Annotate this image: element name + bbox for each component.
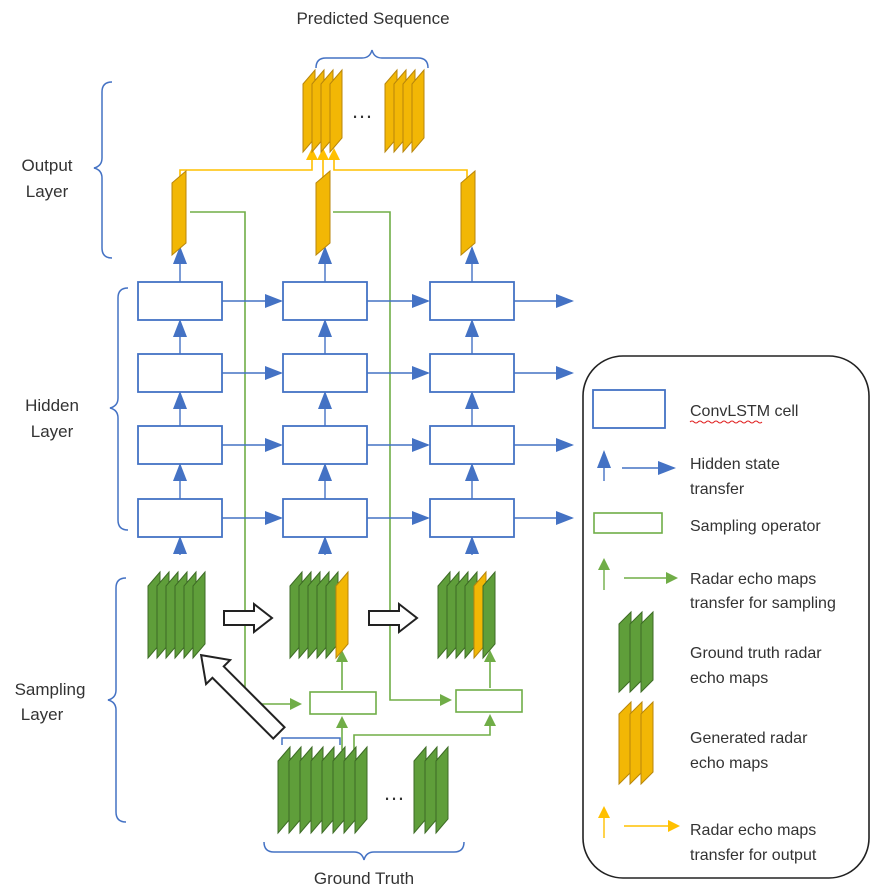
hidden-layer-label-line2: Layer bbox=[31, 422, 74, 441]
legend-label-5-line2: echo maps bbox=[690, 670, 768, 687]
ground-truth-maps-left-plate bbox=[321, 745, 335, 835]
convlstm-cell-r1-c2 bbox=[282, 281, 368, 321]
legend-label-7-line2: transfer for output bbox=[690, 847, 817, 864]
predicted-sequence-label: Predicted Sequence bbox=[296, 9, 449, 28]
sampling-window-bracket bbox=[281, 737, 341, 745]
ground-truth-maps-left-plate bbox=[288, 745, 302, 835]
ground-truth-maps-icon-plate bbox=[618, 610, 632, 694]
generated-maps-icon-plate bbox=[640, 700, 654, 786]
convlstm-cell-icon bbox=[592, 389, 666, 429]
ground-truth-maps-left-plate bbox=[343, 745, 357, 835]
legend-label-4-line2: transfer for sampling bbox=[690, 595, 836, 612]
ground-truth-maps-right-plate bbox=[435, 745, 449, 835]
sampling-input-t2-generated bbox=[335, 570, 349, 660]
sampling-operator-1 bbox=[309, 691, 377, 715]
ground-truth-maps-left-plate bbox=[277, 745, 291, 835]
hollow-arrow-t2-to-t3 bbox=[368, 601, 419, 635]
output-path-3 bbox=[328, 148, 468, 182]
sampling-path-output1-to-op1 bbox=[190, 211, 302, 710]
output-layer-brace bbox=[93, 81, 113, 259]
sampling-input-t1-stack bbox=[147, 570, 206, 660]
convlstm-cell-r3-c2 bbox=[282, 425, 368, 465]
ground-truth-label: Ground Truth bbox=[314, 869, 414, 888]
layer-braces bbox=[93, 49, 465, 861]
output-layer-label-line2: Layer bbox=[26, 182, 69, 201]
hidden-layer-brace bbox=[109, 287, 129, 531]
sampling-input-t3-stack bbox=[437, 570, 478, 660]
hollow-arrow-t1-to-t2 bbox=[223, 601, 274, 635]
legend-label-6-line2: echo maps bbox=[690, 755, 768, 772]
ground-truth-maps-left-plate bbox=[299, 745, 313, 835]
predicted-maps-right-stack bbox=[384, 68, 425, 154]
generated-maps-icon-stack bbox=[618, 700, 654, 786]
output-map-2 bbox=[315, 169, 331, 257]
convlstm-cell-r2-c1 bbox=[137, 353, 223, 393]
sampling-operator-icon bbox=[593, 512, 663, 534]
legend-label-3-line1: Sampling operator bbox=[690, 518, 821, 535]
ground-truth-maps-right-plate bbox=[424, 745, 438, 835]
convlstm-cell-r1-c3 bbox=[429, 281, 515, 321]
ground-truth-maps-right-plate bbox=[413, 745, 427, 835]
predicted-ellipsis: … bbox=[351, 98, 373, 123]
ground-truth-maps-left-stack bbox=[277, 745, 368, 835]
legend-label-2-line1: Hidden state bbox=[690, 456, 780, 473]
ground-truth-maps-left-plate bbox=[354, 745, 368, 835]
hollow-arrow-gt-to-t1 bbox=[199, 653, 286, 740]
ground-truth-maps-icon-plate bbox=[640, 610, 654, 694]
predicted-maps-left-plate bbox=[329, 68, 343, 154]
legend-label-1-line1: ConvLSTM cell bbox=[690, 403, 798, 420]
ground-truth-maps-left-plate bbox=[332, 745, 346, 835]
predicted-sequence-brace bbox=[315, 49, 429, 69]
hidden-layer-label-line1: Hidden bbox=[25, 396, 79, 415]
convlstm-cell-r2-c2 bbox=[282, 353, 368, 393]
output-path-1 bbox=[179, 148, 318, 182]
legend-label-5-line1: Ground truth radar bbox=[690, 645, 822, 662]
sampling-operator-2 bbox=[455, 689, 523, 713]
spellcheck-underline bbox=[689, 420, 763, 424]
predicted-maps-right-plate bbox=[411, 68, 425, 154]
ground-truth-maps-icon-plate bbox=[629, 610, 643, 694]
generated-maps-icon-plate bbox=[629, 700, 643, 786]
output-map-3 bbox=[460, 169, 476, 257]
legend-label-4-line1: Radar echo maps bbox=[690, 571, 816, 588]
ground-truth-maps-icon-stack bbox=[618, 610, 654, 694]
ground-truth-maps-right-stack bbox=[413, 745, 449, 835]
sampling-layer-label-line1: Sampling bbox=[15, 680, 86, 699]
convlstm-cell-r1-c1 bbox=[137, 281, 223, 321]
convlstm-cell-r3-c3 bbox=[429, 425, 515, 465]
predicted-maps-left-stack bbox=[302, 68, 343, 154]
legend-label-2-line2: transfer bbox=[690, 481, 745, 498]
sampling-input-t3-last bbox=[482, 570, 496, 660]
legend-label-6-line1: Generated radar bbox=[690, 730, 808, 747]
ground-truth-brace bbox=[263, 841, 465, 861]
convlstm-cell-r4-c3 bbox=[429, 498, 515, 538]
convlstm-cell-r4-c1 bbox=[137, 498, 223, 538]
convlstm-cell-r3-c1 bbox=[137, 425, 223, 465]
sampling-layer-brace bbox=[107, 577, 127, 823]
convlstm-cell-r4-c2 bbox=[282, 498, 368, 538]
legend-frame bbox=[582, 355, 870, 879]
convlstm-cell-r2-c3 bbox=[429, 353, 515, 393]
ground-truth-ellipsis: … bbox=[383, 780, 405, 805]
sampling-layer-label-line2: Layer bbox=[21, 705, 64, 724]
sampling-path-output2-to-op2 bbox=[333, 211, 452, 706]
sampling-path-gt-to-op2 bbox=[353, 714, 496, 750]
generated-maps-icon-plate bbox=[618, 700, 632, 786]
legend-label-7-line1: Radar echo maps bbox=[690, 822, 816, 839]
sampling-input-t1-plate bbox=[192, 570, 206, 660]
ground-truth-maps-left-plate bbox=[310, 745, 324, 835]
sampling-input-t2-stack bbox=[289, 570, 339, 660]
sampling-transfer-lines bbox=[190, 211, 496, 750]
output-layer-label-line1: Output bbox=[21, 156, 72, 175]
output-map-1 bbox=[171, 169, 187, 257]
